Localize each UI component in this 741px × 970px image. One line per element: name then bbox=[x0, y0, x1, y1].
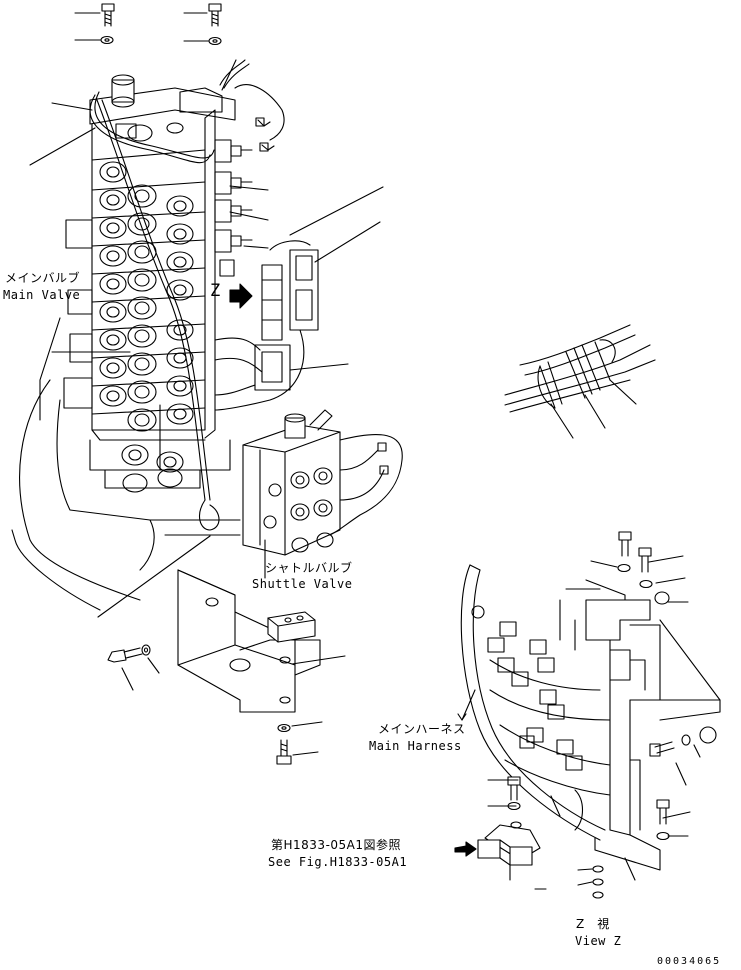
top-right-washer bbox=[208, 36, 222, 46]
bracket-bolt-left bbox=[107, 644, 151, 663]
top-left-washer bbox=[100, 35, 114, 45]
main-valve-label-jp: メインバルブ bbox=[5, 271, 81, 285]
view-z-marker: Z bbox=[210, 281, 221, 301]
main-valve-label-en: Main Valve bbox=[3, 288, 81, 302]
view-z-title-jp: Z 視 bbox=[576, 917, 610, 931]
top-right-bolt bbox=[208, 3, 222, 27]
valve-frame bbox=[11, 317, 241, 611]
shuttle-valve bbox=[242, 409, 403, 556]
see-fig-label-en: See Fig.H1833-05A1 bbox=[268, 855, 408, 869]
shuttle-valve-label-en: Shuttle Valve bbox=[252, 577, 353, 591]
view-z-title-en: View Z bbox=[575, 934, 622, 948]
main-harness-label-en: Main Harness bbox=[369, 739, 462, 753]
mounting-bracket bbox=[177, 569, 321, 713]
relay-brackets-near-valve bbox=[214, 240, 319, 411]
view-z-frame bbox=[460, 531, 721, 871]
valve-top-plugs bbox=[111, 74, 184, 142]
main-harness-label-jp: メインハーネス bbox=[378, 722, 466, 736]
see-fig-label-jp: 第H1833-05A1図参照 bbox=[271, 838, 402, 852]
pressure-switches bbox=[214, 139, 253, 277]
view-z-washers-bottom bbox=[592, 865, 604, 899]
harness-bundle-detail bbox=[504, 324, 656, 413]
top-left-bolt bbox=[101, 3, 115, 27]
reference-arrow-icon bbox=[454, 841, 477, 857]
reference-relay bbox=[477, 776, 541, 881]
view-z-bolts bbox=[617, 531, 717, 841]
document-number: 00034065 bbox=[657, 956, 722, 967]
shuttle-valve-label-jp: シャトルバルブ bbox=[265, 561, 353, 575]
valve-harness bbox=[89, 59, 285, 531]
bracket-bolt-bottom bbox=[276, 723, 292, 765]
leader-lines bbox=[29, 59, 701, 890]
view-arrow-icon bbox=[229, 283, 253, 309]
